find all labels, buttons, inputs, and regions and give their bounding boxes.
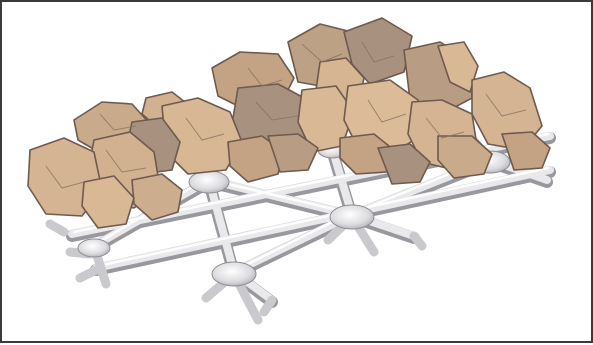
rock [438, 136, 492, 178]
grid-node [212, 262, 256, 286]
grid-node [330, 205, 374, 229]
grid-node [189, 171, 229, 193]
grid-node [78, 239, 110, 257]
rock [132, 174, 182, 220]
